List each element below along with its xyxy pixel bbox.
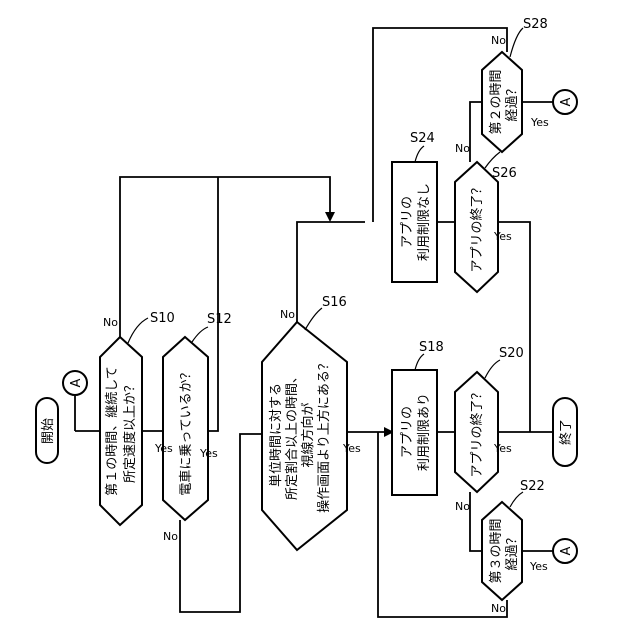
s20-yes-label: Yes: [493, 442, 512, 455]
edge-s20-no: [470, 492, 482, 551]
s28-leader: [510, 28, 523, 57]
s16-line3: 視線方向が: [300, 402, 316, 467]
start-label: 開始: [41, 418, 56, 444]
connector-a-bottom-label: A: [559, 546, 574, 555]
s20-leader: [485, 360, 500, 378]
s12-yes-label: Yes: [199, 447, 218, 460]
arrowhead-bus: [325, 212, 335, 222]
s26-no-label: No: [455, 142, 470, 155]
s10-yes-label: Yes: [154, 442, 173, 455]
edge-s26-yes: [498, 222, 530, 432]
s22-leader: [510, 492, 523, 507]
connector-a-top-label: A: [559, 97, 574, 106]
s20-ref: S20: [499, 346, 524, 361]
s28-line2: 経過？: [505, 82, 520, 121]
s24-leader: [415, 146, 424, 162]
s16-leader: [305, 308, 322, 330]
s10-no-label: No: [103, 316, 118, 329]
s24-ref: S24: [410, 131, 435, 146]
s28-ref: S28: [523, 17, 548, 32]
s12-no-label: No: [163, 530, 178, 543]
s16-line4: 操作画面より上方にある？: [316, 357, 332, 513]
s16-line1: 単位時間に対する: [268, 383, 284, 487]
s16-no-label: No: [280, 308, 295, 321]
s26-line1: アプリの終了？: [469, 181, 485, 272]
s12-leader: [192, 327, 208, 342]
s24-line1: アプリの: [400, 196, 415, 248]
s10-line1: 第１の時間、継続して: [105, 366, 120, 496]
s20-no-label: No: [455, 500, 470, 513]
s22-line2: 経過？: [505, 531, 520, 570]
s10-leader: [128, 318, 148, 343]
s24-line2: 利用制限なし: [417, 183, 432, 261]
s28-no-label: No: [491, 34, 506, 47]
s10-ref: S10: [150, 311, 175, 326]
s16-ref: S16: [322, 295, 347, 310]
s16-yes-label: Yes: [342, 442, 361, 455]
s18-leader: [415, 354, 424, 370]
s28-yes-label: Yes: [530, 116, 549, 129]
s12-ref: S12: [207, 312, 232, 327]
s22-line1: 第３の時間: [489, 518, 504, 583]
edge-s26-no: [470, 102, 482, 162]
s22-yes-label: Yes: [529, 560, 548, 573]
s12-line1: 電車に乗っているか？: [179, 366, 194, 495]
s28-line1: 第２の時間: [489, 69, 504, 134]
s26-yes-label: Yes: [493, 230, 512, 243]
s18-line1: アプリの: [400, 406, 415, 458]
connector-a-label: A: [69, 378, 84, 387]
s20-line1: アプリの終了？: [469, 386, 485, 477]
s18-line2: 利用制限あり: [417, 393, 432, 471]
end-label: 終了: [558, 419, 574, 445]
s16-line2: 所定割合以上の時間、: [284, 370, 300, 500]
s10-line2: 所定速度以上か？: [122, 379, 138, 483]
edge-s12-yes: [208, 177, 218, 431]
s18-ref: S18: [419, 340, 444, 355]
s22-no-label: No: [491, 602, 506, 615]
s22-ref: S22: [520, 479, 545, 494]
s26-ref: S26: [492, 166, 517, 181]
